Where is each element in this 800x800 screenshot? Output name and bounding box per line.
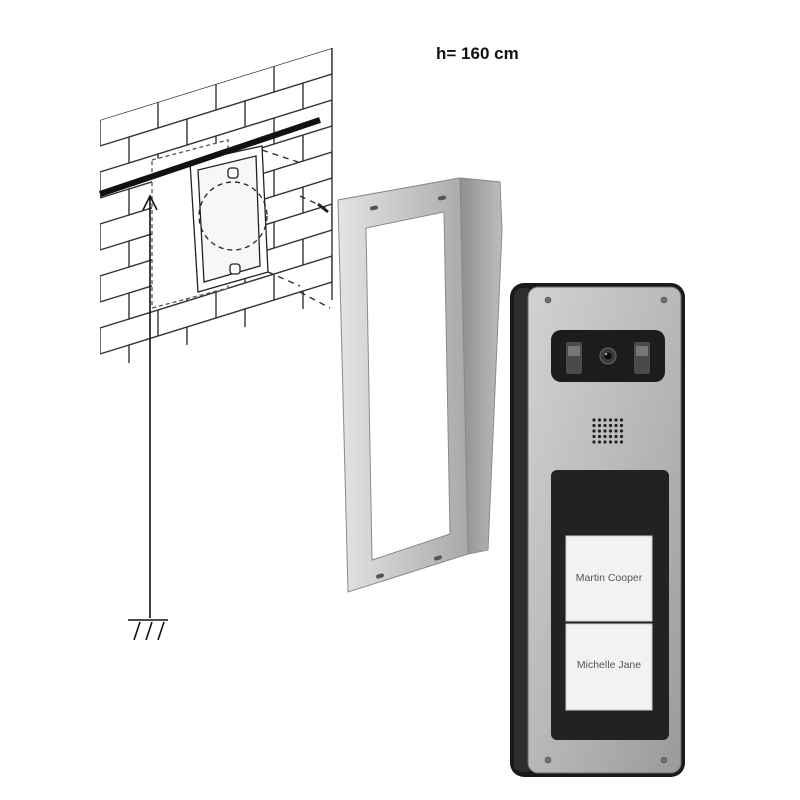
speaker-hole [603, 429, 607, 433]
height-arrow [142, 194, 158, 618]
nameplate-2-label: Michelle Jane [577, 659, 641, 671]
speaker-hole [603, 440, 607, 444]
speaker-hole [592, 434, 596, 439]
speaker-grille-icon [592, 418, 624, 444]
screw-icon [544, 296, 668, 764]
brick-course-line [100, 307, 332, 372]
nameplate-1 [565, 535, 653, 622]
speaker-hole [592, 423, 596, 428]
speaker-hole [597, 440, 602, 444]
speaker-hole [619, 440, 624, 444]
speaker-hole [597, 423, 602, 428]
mounting-height-label: h= 160 cm [436, 44, 519, 63]
speaker-hole [608, 434, 613, 439]
speaker-hole [619, 429, 624, 433]
speaker-hole [592, 440, 596, 444]
speaker-hole [597, 429, 602, 433]
speaker-hole [603, 434, 607, 439]
speaker-hole [603, 423, 607, 428]
speaker-hole [619, 418, 624, 422]
speaker-hole [619, 434, 624, 439]
flush-mount-back-box [151, 139, 331, 309]
speaker-hole [619, 423, 624, 428]
ground-symbol-icon [128, 619, 168, 641]
brick-course-line [100, 281, 332, 355]
speaker-hole [614, 423, 618, 428]
speaker-hole [592, 418, 596, 422]
speaker-hole [614, 434, 618, 439]
speaker-hole [597, 434, 602, 439]
brick-course-line [100, 333, 332, 372]
speaker-hole [614, 418, 618, 422]
nameplate-1-label: Martin Cooper [576, 572, 643, 584]
speaker-hole [603, 418, 607, 422]
height-reference-bar [99, 117, 321, 197]
rain-hood-frame [337, 177, 503, 593]
door-station-panel: Martin Cooper Michelle Jane [510, 283, 685, 777]
speaker-hole [592, 429, 596, 433]
speaker-hole [614, 429, 618, 433]
nameplate-2 [565, 623, 653, 711]
speaker-hole [597, 418, 602, 422]
speaker-hole [608, 429, 613, 433]
speaker-hole [614, 440, 618, 444]
speaker-hole [608, 418, 613, 422]
speaker-hole [608, 423, 613, 428]
brick-course-line [100, 73, 332, 147]
camera-icon [551, 330, 665, 382]
speaker-hole [608, 440, 613, 444]
